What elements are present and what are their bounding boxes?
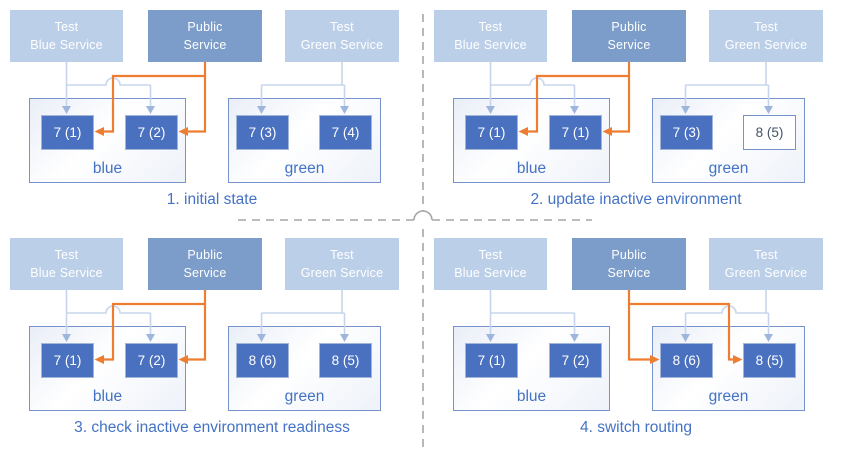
green-environment-box: 8 (6) 8 (5) green — [652, 326, 805, 411]
test-green-service-box: Test Green Service — [709, 10, 823, 62]
panel-switch-routing: Test Blue Service Public Service Test Gr… — [424, 228, 848, 456]
service-label-line: Test — [754, 247, 778, 262]
pod-box: 7 (3) — [660, 115, 713, 150]
pod-label: 7 (3) — [248, 125, 277, 140]
service-label-line: Public — [611, 247, 647, 262]
service-label-line: Green Service — [724, 266, 808, 280]
service-label-line: Service — [607, 38, 651, 52]
pod-box: 7 (1) — [465, 115, 518, 150]
environment-label: blue — [92, 388, 123, 405]
service-label-line: Test — [478, 247, 503, 262]
service-label-line: Test — [54, 19, 79, 34]
pod-box: 7 (1) — [41, 115, 94, 150]
test-green-service-box: Test Green Service — [285, 10, 399, 62]
panel-check-inactive-environment-readiness: Test Blue Service Public Service Test Gr… — [0, 228, 424, 456]
service-label-line: Test — [330, 247, 354, 262]
service-label-line: Public — [611, 19, 647, 34]
service-label-line: Service — [607, 266, 651, 280]
service-label-line: Green Service — [724, 38, 808, 52]
service-label-line: Test — [54, 247, 79, 262]
pod-box: 7 (2) — [125, 343, 178, 378]
service-label-line: Blue Service — [454, 266, 527, 280]
pod-box: 7 (4) — [319, 115, 372, 150]
pod-label: 7 (3) — [672, 125, 701, 140]
green-environment-box: 8 (6) 8 (5) green — [228, 326, 381, 411]
service-label-line: Blue Service — [30, 38, 103, 52]
panel-caption: 2. update inactive environment — [530, 191, 742, 208]
blue-environment-box: 7 (1) 7 (2) blue — [29, 326, 186, 411]
pod-box: 7 (1) — [549, 115, 602, 150]
service-label-line: Test — [754, 19, 778, 34]
service-label-line: Service — [183, 266, 227, 280]
public-service-box: Public Service — [148, 238, 262, 290]
pod-label: 7 (2) — [137, 353, 166, 368]
panel-update-inactive-environment: Test Blue Service Public Service Test Gr… — [424, 0, 848, 228]
pod-box: 7 (1) — [465, 343, 518, 378]
pod-label: 8 (6) — [672, 353, 701, 368]
pod-label: 8 (5) — [755, 125, 784, 140]
pod-label: 8 (5) — [755, 353, 784, 368]
green-environment-box: 7 (3) 7 (4) green — [228, 98, 381, 183]
service-label-line: Test — [330, 19, 354, 34]
test-green-service-box: Test Green Service — [285, 238, 399, 290]
pod-label: 7 (4) — [331, 125, 360, 140]
pod-box: 8 (5) — [743, 343, 796, 378]
panel-caption: 1. initial state — [166, 191, 258, 208]
public-service-box: Public Service — [572, 10, 686, 62]
pod-box: 7 (2) — [125, 115, 178, 150]
pod-label: 7 (2) — [561, 353, 590, 368]
pod-box: 7 (1) — [41, 343, 94, 378]
environment-label: green — [708, 160, 749, 177]
pod-label: 7 (1) — [477, 353, 506, 368]
pod-box: 8 (6) — [660, 343, 713, 378]
test-blue-service-box: Test Blue Service — [10, 238, 123, 290]
environment-label: blue — [516, 388, 547, 405]
test-green-service-box: Test Green Service — [709, 238, 823, 290]
green-environment-box: 7 (3) 8 (5) green — [652, 98, 805, 183]
test-blue-service-box: Test Blue Service — [434, 238, 547, 290]
pod-label: 7 (1) — [53, 125, 82, 140]
blue-environment-box: 7 (1) 7 (2) blue — [453, 326, 610, 411]
service-label-line: Blue Service — [454, 38, 527, 52]
panel-initial-state: Test Blue Service Public Service Test Gr… — [0, 0, 424, 228]
panel-caption: 3. check inactive environment readiness — [74, 419, 350, 436]
service-label-line: Public — [187, 247, 223, 262]
environment-label: blue — [92, 160, 123, 177]
pod-label: 7 (1) — [561, 125, 590, 140]
environment-label: green — [284, 388, 325, 405]
pod-box: 8 (5) — [319, 343, 372, 378]
blue-environment-box: 7 (1) 7 (2) blue — [29, 98, 186, 183]
service-label-line: Service — [183, 38, 227, 52]
pod-box: 8 (6) — [236, 343, 289, 378]
environment-label: blue — [516, 160, 547, 177]
service-label-line: Test — [478, 19, 503, 34]
service-label-line: Public — [187, 19, 223, 34]
panel-caption: 4. switch routing — [580, 419, 692, 436]
pod-label: 7 (1) — [477, 125, 506, 140]
public-service-box: Public Service — [572, 238, 686, 290]
environment-label: green — [284, 160, 325, 177]
service-label-line: Green Service — [300, 38, 384, 52]
blue-environment-box: 7 (1) 7 (1) blue — [453, 98, 610, 183]
pod-box: 7 (2) — [549, 343, 602, 378]
pod-label: 7 (1) — [53, 353, 82, 368]
test-blue-service-box: Test Blue Service — [434, 10, 547, 62]
pod-label: 8 (5) — [331, 353, 360, 368]
pod-box: 8 (5) — [743, 115, 796, 150]
public-service-box: Public Service — [148, 10, 262, 62]
service-label-line: Blue Service — [30, 266, 103, 280]
pod-label: 8 (6) — [248, 353, 277, 368]
test-blue-service-box: Test Blue Service — [10, 10, 123, 62]
pod-box: 7 (3) — [236, 115, 289, 150]
service-label-line: Green Service — [300, 266, 384, 280]
pod-label: 7 (2) — [137, 125, 166, 140]
environment-label: green — [708, 388, 749, 405]
